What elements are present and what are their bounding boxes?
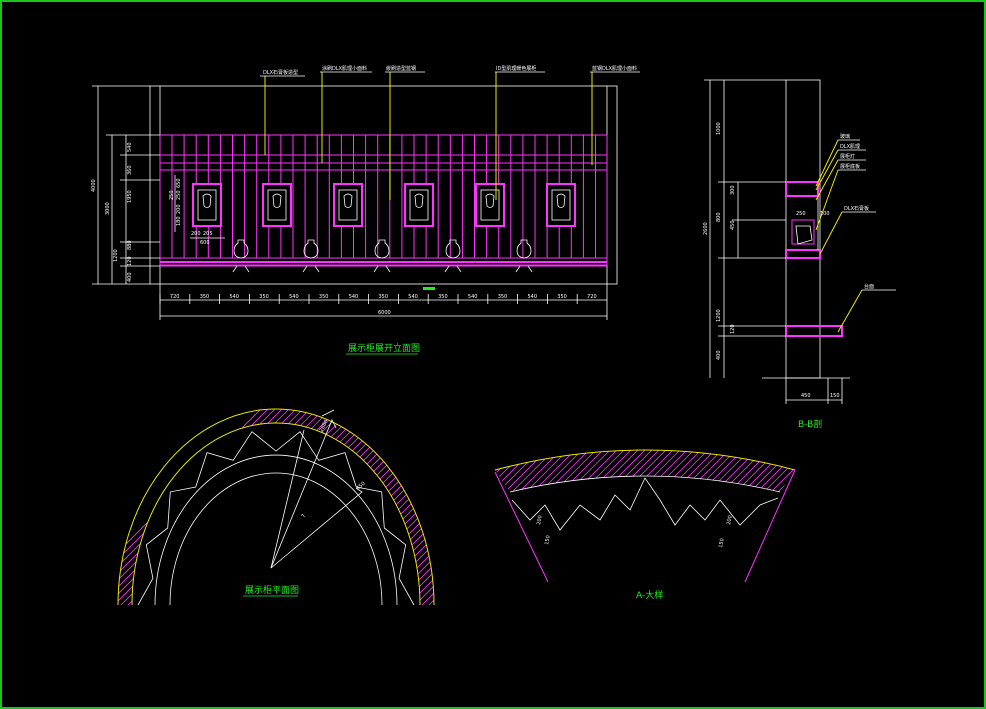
svg-text:450: 450 <box>730 220 736 230</box>
svg-text:360: 360 <box>127 165 133 175</box>
dim-bottom-value: 540 <box>468 294 478 300</box>
callout-2: 涂刷DLX肌理小面料 <box>322 65 367 72</box>
elevation-view: DLX石膏板造型 涂刷DLX肌理小面料 嵌刷造型蓝钢 ID型肌理暖色展柜 蓝钢D… <box>91 65 640 355</box>
plan-view: 2880 7 450 展示柜平面图 <box>117 408 435 606</box>
dim-bottom-value: 350 <box>379 294 389 300</box>
svg-text:台面: 台面 <box>864 283 874 290</box>
dim-left-3000: 3000 <box>105 202 111 215</box>
svg-text:200: 200 <box>536 515 544 525</box>
svg-text:150: 150 <box>830 393 840 399</box>
dim-bottom-value: 350 <box>259 294 269 300</box>
svg-text:650: 650 <box>176 178 182 188</box>
svg-text:200: 200 <box>726 515 734 525</box>
plan-title: 展示柜平面图 <box>245 584 299 596</box>
svg-text:400: 400 <box>127 272 133 282</box>
elevation-title: 展示柜展开立面图 <box>348 342 420 354</box>
callout-4: ID型肌理暖色展柜 <box>496 65 536 72</box>
svg-text:1200: 1200 <box>716 309 722 322</box>
dim-bottom-value: 350 <box>557 294 567 300</box>
svg-text:250: 250 <box>796 211 806 217</box>
svg-text:880: 880 <box>127 240 133 250</box>
callout-5: 蓝钢DLX肌理小面料 <box>592 65 637 72</box>
detail-view: 200 150 150 200 A-大样 <box>494 449 796 601</box>
total-width: 6000 <box>378 310 391 316</box>
dim-bottom-value: 720 <box>170 294 180 300</box>
svg-text:200: 200 <box>176 204 182 214</box>
svg-text:120: 120 <box>127 256 133 266</box>
svg-text:100: 100 <box>820 211 830 217</box>
svg-text:展柜灯: 展柜灯 <box>840 153 855 160</box>
svg-text:120: 120 <box>730 324 736 334</box>
dim-bottom-value: 720 <box>587 294 597 300</box>
svg-text:300: 300 <box>730 185 736 195</box>
dim-left-total: 4000 <box>91 179 97 192</box>
dim-bottom-value: 350 <box>498 294 508 300</box>
svg-text:205: 205 <box>203 231 213 237</box>
dim-bottom-value: 540 <box>289 294 299 300</box>
svg-text:1200: 1200 <box>113 249 119 262</box>
svg-text:DLX石膏板: DLX石膏板 <box>844 205 869 212</box>
svg-text:250: 250 <box>169 190 175 200</box>
svg-text:DLX肌理: DLX肌理 <box>840 144 860 150</box>
svg-text:450: 450 <box>355 481 366 492</box>
svg-text:200: 200 <box>191 231 201 237</box>
svg-text:2880: 2880 <box>318 419 329 433</box>
vase <box>233 239 249 259</box>
callout-1: DLX石膏板造型 <box>263 69 298 76</box>
svg-text:150: 150 <box>718 538 726 548</box>
dim-bottom-value: 350 <box>200 294 210 300</box>
svg-text:800: 800 <box>716 212 722 222</box>
dim-bottom-value: 540 <box>528 294 538 300</box>
dim-bottom-value: 540 <box>408 294 418 300</box>
dim-bottom-value: 350 <box>319 294 329 300</box>
section-view: 玻璃 DLX肌理 展柜灯 展柜底板 DLX石膏板 台面 1000 2600 80… <box>703 79 896 430</box>
svg-text:2600: 2600 <box>703 222 709 235</box>
svg-text:400: 400 <box>716 350 722 360</box>
dim-bottom-value: 350 <box>438 294 448 300</box>
vase <box>303 239 319 259</box>
svg-text:540: 540 <box>127 142 133 152</box>
svg-text:450: 450 <box>801 393 811 399</box>
svg-text:150: 150 <box>544 535 552 545</box>
svg-text:展柜底板: 展柜底板 <box>840 163 860 170</box>
vase <box>374 239 390 259</box>
section-callout-1: 玻璃 <box>840 133 850 140</box>
svg-text:600: 600 <box>200 240 210 246</box>
callout-3: 嵌刷造型蓝钢 <box>386 65 416 72</box>
svg-text:1950: 1950 <box>127 190 133 203</box>
svg-text:7: 7 <box>301 513 308 519</box>
svg-text:1000: 1000 <box>716 122 722 135</box>
svg-text:250: 250 <box>176 190 182 200</box>
svg-text:180: 180 <box>176 216 182 226</box>
dim-bottom-value: 540 <box>349 294 359 300</box>
section-title: B-B剖 <box>798 418 822 430</box>
vase <box>445 239 461 259</box>
detail-title: A-大样 <box>636 589 663 601</box>
dim-bottom-value: 540 <box>230 294 240 300</box>
vase <box>516 239 532 259</box>
